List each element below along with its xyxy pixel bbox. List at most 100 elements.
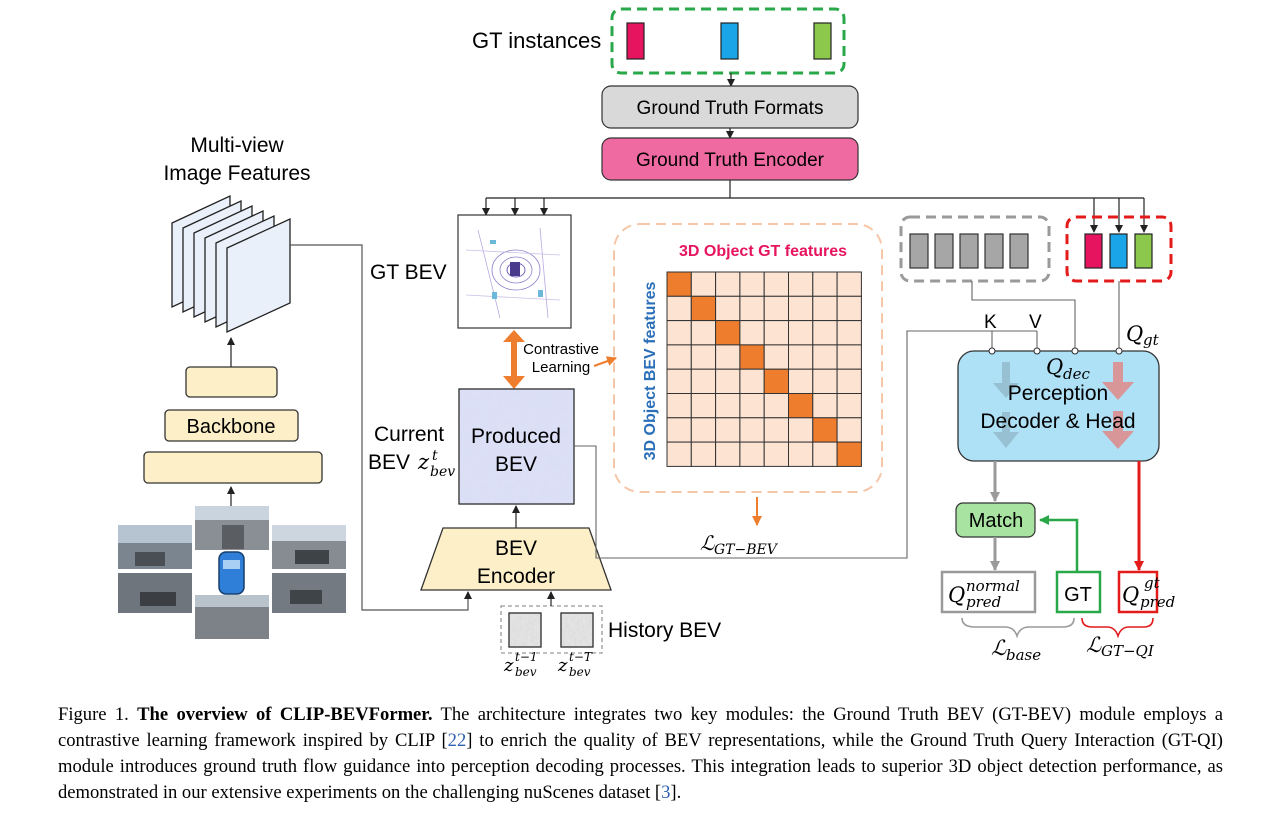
matrix-cell [836, 368, 862, 395]
current-bev-symbol: z [417, 450, 430, 474]
matrix-cell [690, 368, 717, 395]
matrix-cell [715, 441, 741, 467]
citation-link-22[interactable]: 22 [447, 730, 467, 751]
q-normal-sup: normal [966, 577, 1020, 595]
matrix-cell [788, 417, 814, 443]
loss-gt-bev-subscript: GT−BEV [714, 542, 779, 558]
matrix-cell [836, 417, 862, 443]
matrix-cell [715, 271, 741, 297]
matrix-cell [763, 417, 790, 443]
gt-query-blue [1109, 233, 1128, 269]
matrix-cell [836, 393, 862, 419]
backbone-label: Backbone [187, 416, 276, 438]
matrix-cell [739, 320, 765, 346]
matrix-cell [690, 344, 717, 370]
current-bev-label-line1: Current [374, 423, 444, 446]
ground-truth-encoder-label: Ground Truth Encoder [636, 150, 825, 171]
gt-features-title: 3D Object GT features [679, 243, 847, 260]
q-dec-base: Q [1046, 355, 1063, 379]
matrix-cell [690, 271, 717, 297]
matrix-cell [836, 271, 862, 297]
match-label: Match [969, 510, 1023, 532]
ground-truth-formats-label: Ground Truth Formats [637, 98, 824, 119]
matrix-cell [666, 295, 692, 322]
q-normal-pred-box [940, 570, 1037, 614]
history-z1-sup: t−1 [515, 650, 538, 664]
q-gt-base: Q [1126, 322, 1143, 346]
citation-link-3[interactable]: 3 [661, 782, 671, 803]
gt-instance-pink [626, 22, 645, 60]
matrix-cell [812, 441, 838, 467]
matrix-cell [836, 344, 862, 370]
gt-target-label: GT [1064, 584, 1092, 606]
q-gtpred-sub: pred [1140, 593, 1175, 611]
current-bev-label-line2: BEV [368, 451, 410, 474]
matrix-cell [739, 393, 765, 419]
current-bev-superscript: t [432, 448, 438, 464]
loss-gt-bev-symbol: ℒ [700, 531, 715, 555]
q-normal-base: Q [948, 583, 965, 607]
matrix-diagonal-cell [715, 320, 741, 346]
gt-query-green [1134, 233, 1153, 269]
loss-base-symbol: ℒ [991, 636, 1007, 660]
matrix-cell [690, 417, 717, 443]
matrix-cell [788, 368, 814, 395]
contrastive-label-line1: Contrastive [523, 341, 599, 358]
matrix-cell [715, 295, 741, 322]
bev-features-title: 3D Object BEV features [642, 282, 659, 461]
caption-body-2: ] to enrich the quality of BEV represent… [58, 730, 1223, 803]
matrix-cell [788, 441, 814, 467]
matrix-cell [715, 393, 741, 419]
contrastive-label-line2: Learning [532, 359, 590, 376]
matrix-cell [739, 417, 765, 443]
q-dec-sub: dec [1063, 365, 1090, 383]
produced-bev-label-line1: Produced [471, 425, 561, 448]
matrix-cell [715, 368, 741, 395]
matrix-cell [666, 393, 692, 419]
matrix-cell [812, 271, 838, 297]
neck-block-top [185, 366, 278, 398]
matrix-cell [788, 295, 814, 322]
matrix-cell [739, 368, 765, 395]
matrix-cell [739, 441, 765, 467]
history-z1-base: z [503, 655, 514, 676]
v-label: V [1029, 312, 1042, 333]
bev-encoder-label-line1: BEV [495, 537, 537, 560]
matrix-cell [812, 320, 838, 346]
history-z2-sub: bev [569, 665, 591, 679]
caption-title: The overview of CLIP-BEVFormer. [137, 704, 433, 725]
matrix-cell [666, 417, 692, 443]
q-gt-pred-box [1117, 570, 1159, 614]
normal-query-3 [959, 233, 979, 269]
matrix-cell [690, 441, 717, 467]
caption-prefix: Figure 1. [58, 704, 129, 725]
matrix-cell [763, 393, 790, 419]
matrix-cell [690, 393, 717, 419]
matrix-cell [763, 320, 790, 346]
produced-bev-label-line2: BEV [495, 453, 537, 476]
similarity-matrix [666, 271, 862, 467]
loss-base-subscript: base [1006, 646, 1041, 664]
bev-encoder-block [420, 527, 612, 591]
matrix-cell [812, 393, 838, 419]
matrix-diagonal-cell [836, 441, 862, 467]
q-gtpred-base: Q [1122, 583, 1139, 607]
caption-body-3: ]. [670, 782, 682, 803]
current-bev-subscript: bev [430, 464, 455, 480]
normal-query-4 [984, 233, 1004, 269]
normal-query-group [899, 215, 1051, 283]
q-normal-sub: pred [966, 593, 1001, 611]
history-z2-base: z [557, 655, 568, 676]
gt-query-pink [1084, 233, 1103, 269]
matrix-cell [763, 271, 790, 297]
matrix-diagonal-cell [739, 344, 765, 370]
matrix-cell [739, 295, 765, 322]
history-z1-sub: bev [515, 665, 537, 679]
backbone-box [164, 409, 299, 442]
matrix-diagonal-cell [788, 393, 814, 419]
q-gtpred-sup: gt [1144, 574, 1161, 592]
perception-label-line2: Decoder & Head [980, 410, 1135, 433]
matrix-cell [715, 417, 741, 443]
ego-car-icon [218, 551, 245, 595]
gt-instances-label: GT instances [472, 28, 601, 53]
